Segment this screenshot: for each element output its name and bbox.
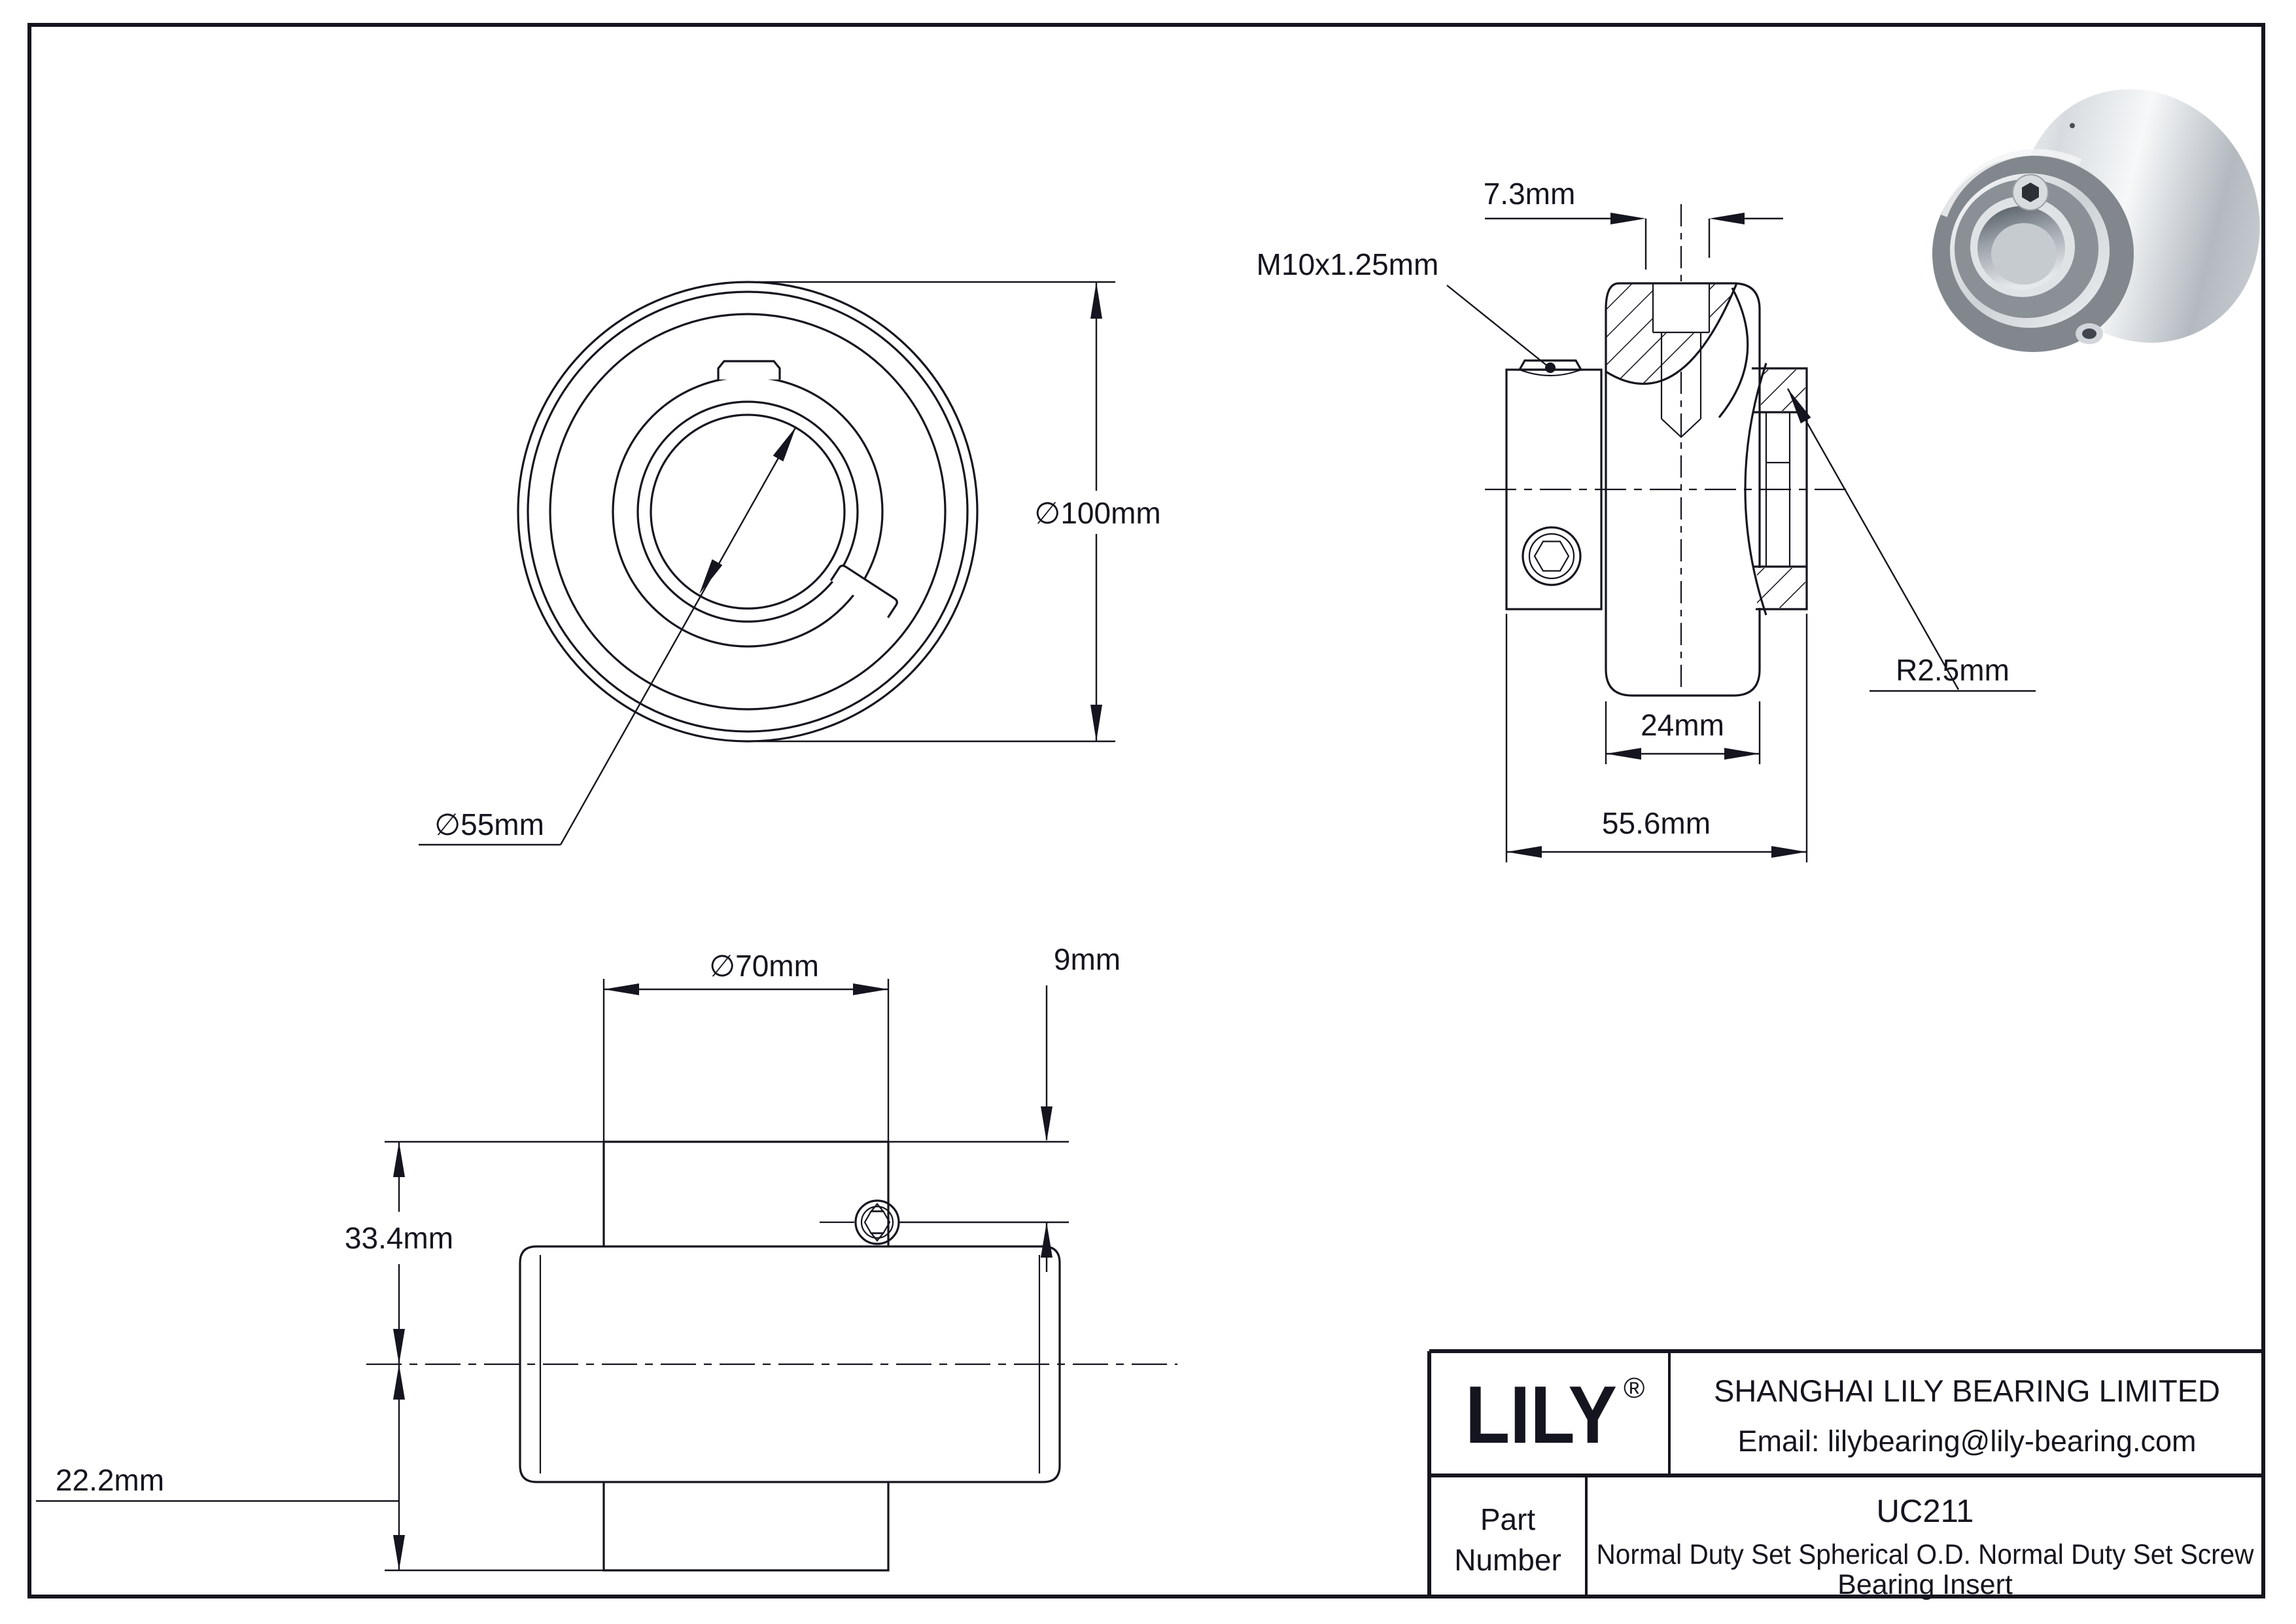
dim-upper-height: 33.4mm [345, 1140, 605, 1364]
dim-set-screw-offset: 7.3mm [1484, 177, 1783, 270]
part-number: UC211 [1877, 1494, 1974, 1529]
collar-top-profile [602, 1140, 890, 1246]
inner-ring-width-label: 24mm [1641, 708, 1724, 742]
part-label-line2: Number [1454, 1543, 1561, 1577]
fillet-radius-label: R2.5mm [1896, 653, 2009, 687]
sheet-border [27, 23, 2265, 1598]
dim-set-screw-edge: 9mm [888, 942, 1121, 1272]
hex-socket-screw [1522, 526, 1582, 586]
bore-inner [1991, 223, 2057, 285]
description-line2: Bearing Insert [1837, 1569, 2013, 1600]
dim-outer-diameter: ∅100mm [757, 281, 1161, 743]
set-screw-offset-label: 7.3mm [1484, 177, 1576, 211]
lower-height-label: 22.2mm [56, 1463, 164, 1497]
logo: LILY ® [1465, 1370, 1644, 1460]
collar-bottom-profile [602, 1482, 890, 1572]
spherical-od-circle [517, 281, 979, 743]
set-screw-edge-label: 9mm [1054, 942, 1121, 976]
dim-inner-ring-width: 24mm [1605, 701, 1761, 764]
dim-bore-diameter: ∅55mm [419, 426, 797, 846]
overall-width-label: 55.6mm [1602, 806, 1711, 840]
outer-ring-edge-circle [527, 291, 969, 733]
fillet-radius-callout: R2.5mm [1786, 388, 2036, 692]
side-tab [829, 564, 899, 618]
render-pin-dot [2070, 123, 2075, 128]
registered-mark: ® [1624, 1372, 1644, 1404]
title-block: LILY ® SHANGHAI LILY BEARING LIMITED Ema… [1427, 1349, 2263, 1600]
bore-diameter-label: ∅55mm [434, 807, 544, 841]
inner-ring-section [1605, 282, 1761, 697]
top-tab [717, 360, 781, 380]
bore-circle [650, 414, 846, 610]
outer-ring-profile [519, 1245, 1061, 1483]
logo-text: LILY [1465, 1370, 1617, 1460]
profile-view: ∅70mm 9mm 33.4mm 22.2mm [36, 942, 1177, 1572]
dim-lower-height: 22.2mm [36, 1364, 605, 1572]
render-3d [1932, 89, 2260, 352]
render-set-screw [2012, 174, 2049, 211]
upper-height-label: 33.4mm [345, 1221, 453, 1255]
description-line1: Normal Duty Set Spherical O.D. Normal Du… [1597, 1539, 2255, 1570]
profile-outer-diameter-label: ∅70mm [709, 949, 819, 983]
outer-ring-face-circle [549, 313, 947, 711]
dim-overall-width: 55.6mm [1505, 614, 1808, 862]
section-view: 7.3mm M10x1.25mm R2.5mm 24mm [1257, 177, 2036, 862]
front-view: ∅100mm ∅55mm [419, 281, 1161, 846]
inner-ring-shoulder-circle [636, 400, 859, 623]
company-email: Email: lilybearing@lily-bearing.com [1738, 1424, 2197, 1458]
set-screw-thread-label: M10x1.25mm [1257, 247, 1439, 281]
set-screw-tip-dot [1545, 362, 1556, 373]
dim-profile-outer-diameter: ∅70mm [602, 949, 890, 1142]
outer-ring-section [1744, 362, 1808, 616]
set-screw-thread-callout: M10x1.25mm [1257, 247, 1547, 366]
outer-diameter-label: ∅100mm [1034, 496, 1160, 530]
collar [1505, 359, 1603, 610]
company-name: SHANGHAI LILY BEARING LIMITED [1714, 1373, 2220, 1408]
part-label-line1: Part [1480, 1502, 1536, 1536]
